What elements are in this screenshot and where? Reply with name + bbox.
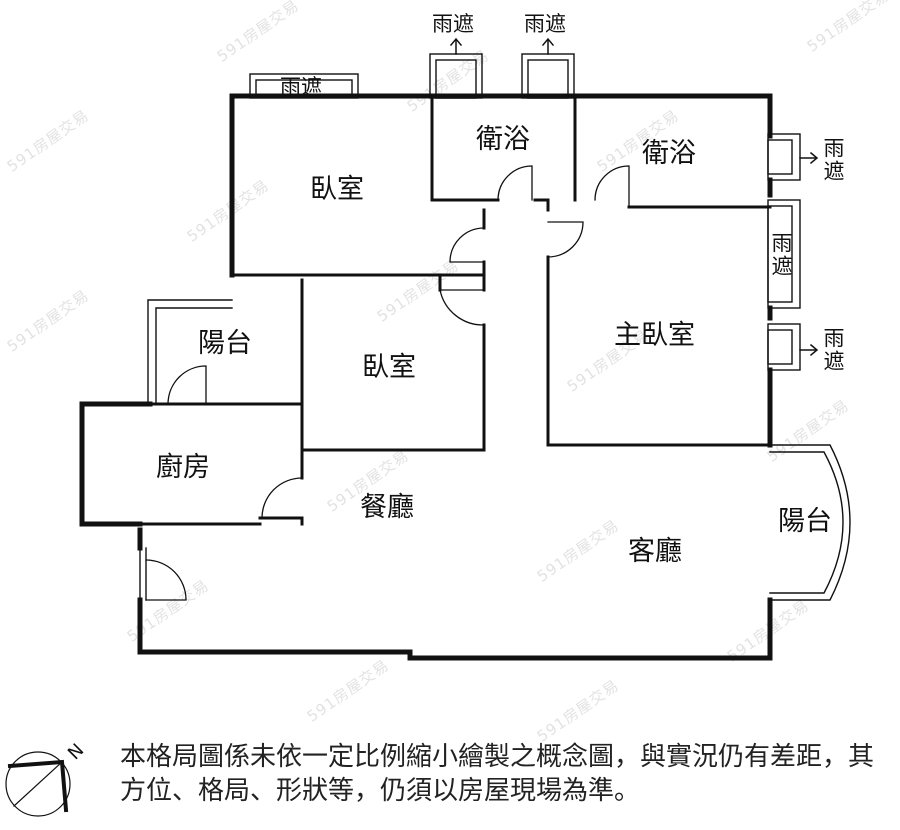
- bedroom1-label: 臥室: [310, 174, 364, 205]
- compass-letter: N: [64, 740, 88, 764]
- bath2-label: 衛浴: [642, 138, 696, 169]
- bedroom2-label: 臥室: [362, 352, 416, 383]
- outer-walls: [79, 93, 773, 661]
- living-label: 客廳: [628, 536, 682, 567]
- canopy-label: 雨遮: [821, 327, 845, 373]
- thin-lines: [139, 53, 851, 601]
- canopy-label: 雨遮: [524, 12, 566, 36]
- canopy-arrows: [449, 37, 819, 357]
- balcony-left-label: 陽台: [198, 328, 252, 359]
- canopy-label: 雨遮: [432, 12, 474, 36]
- compass-icon: [5, 751, 71, 817]
- door-swings: [145, 165, 630, 601]
- master-bedroom-label: 主臥室: [614, 320, 695, 351]
- bath1-label: 衛浴: [476, 124, 530, 155]
- canopy-label: 雨遮: [769, 232, 793, 278]
- disclaimer-text: 本格局圖係未依一定比例縮小繪製之概念圖，與實況仍有差距，其方位、格局、形狀等，仍…: [120, 742, 875, 806]
- kitchen-label: 廚房: [156, 452, 210, 483]
- dining-label: 餐廳: [360, 492, 414, 523]
- balcony-right-label: 陽台: [778, 506, 832, 537]
- canopy-label: 雨遮: [280, 75, 322, 99]
- canopy-label: 雨遮: [821, 137, 845, 183]
